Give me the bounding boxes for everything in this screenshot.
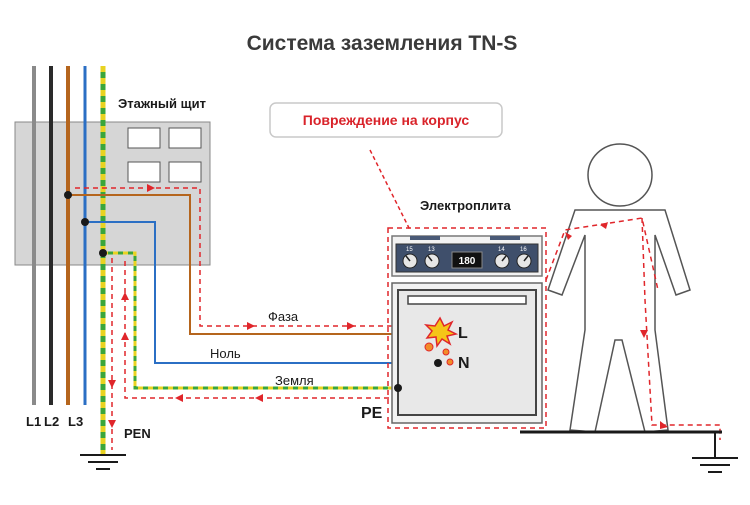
neutral-junction — [81, 218, 89, 226]
terminal-n — [434, 359, 442, 367]
knob-label-1: 15 — [406, 247, 413, 253]
terminal-l-label: L — [458, 325, 468, 342]
pen-label: PEN — [124, 426, 151, 441]
ground-wire-green — [103, 251, 398, 390]
knob-label-4: 16 — [520, 247, 527, 253]
stove-label: Электроплита — [420, 198, 511, 213]
knob-label-3: 14 — [498, 247, 505, 253]
floor-panel-label: Этажный щит — [118, 96, 206, 111]
callout-pointer — [369, 149, 411, 231]
electric-stove: 15 13 14 16 180 — [391, 235, 543, 424]
callout-text: Повреждение на корпус — [303, 112, 470, 128]
terminal-pe — [394, 384, 402, 392]
neutral-label: Ноль — [210, 346, 241, 361]
bus-label-l1: L1 — [26, 414, 41, 429]
diagram-title: Система заземления TN-S — [247, 32, 518, 55]
panel-breakers — [127, 127, 202, 183]
stove-fault-outline — [387, 227, 547, 429]
neutral-wire — [85, 221, 438, 364]
fault-arrows — [108, 184, 355, 428]
person-figure — [547, 143, 691, 433]
stove-display-value: 180 — [459, 256, 476, 267]
ground-label: Земля — [275, 373, 314, 388]
phase-wire — [68, 194, 440, 335]
oven-handle — [407, 295, 527, 305]
stove-knobs — [402, 253, 532, 269]
oven-door — [397, 289, 537, 416]
bus-bars — [32, 66, 106, 455]
ground-symbol-person — [692, 432, 738, 473]
pe-label: PE — [361, 405, 383, 422]
phase-label: Фаза — [268, 309, 299, 324]
ground-symbol-panel — [80, 454, 126, 470]
fault-spark-icon — [423, 316, 459, 366]
bus-label-l3: L3 — [68, 414, 83, 429]
ground-junction — [99, 249, 107, 257]
fault-current-path — [75, 187, 444, 450]
stove-display — [451, 251, 483, 269]
ground-wire-yellow — [103, 251, 398, 390]
body-current-arrows — [565, 222, 668, 429]
knob-label-2: 13 — [428, 247, 435, 253]
callout-box — [269, 102, 503, 138]
bus-label-l2: L2 — [44, 414, 59, 429]
terminal-n-label: N — [458, 355, 470, 372]
phase-junction — [64, 191, 72, 199]
